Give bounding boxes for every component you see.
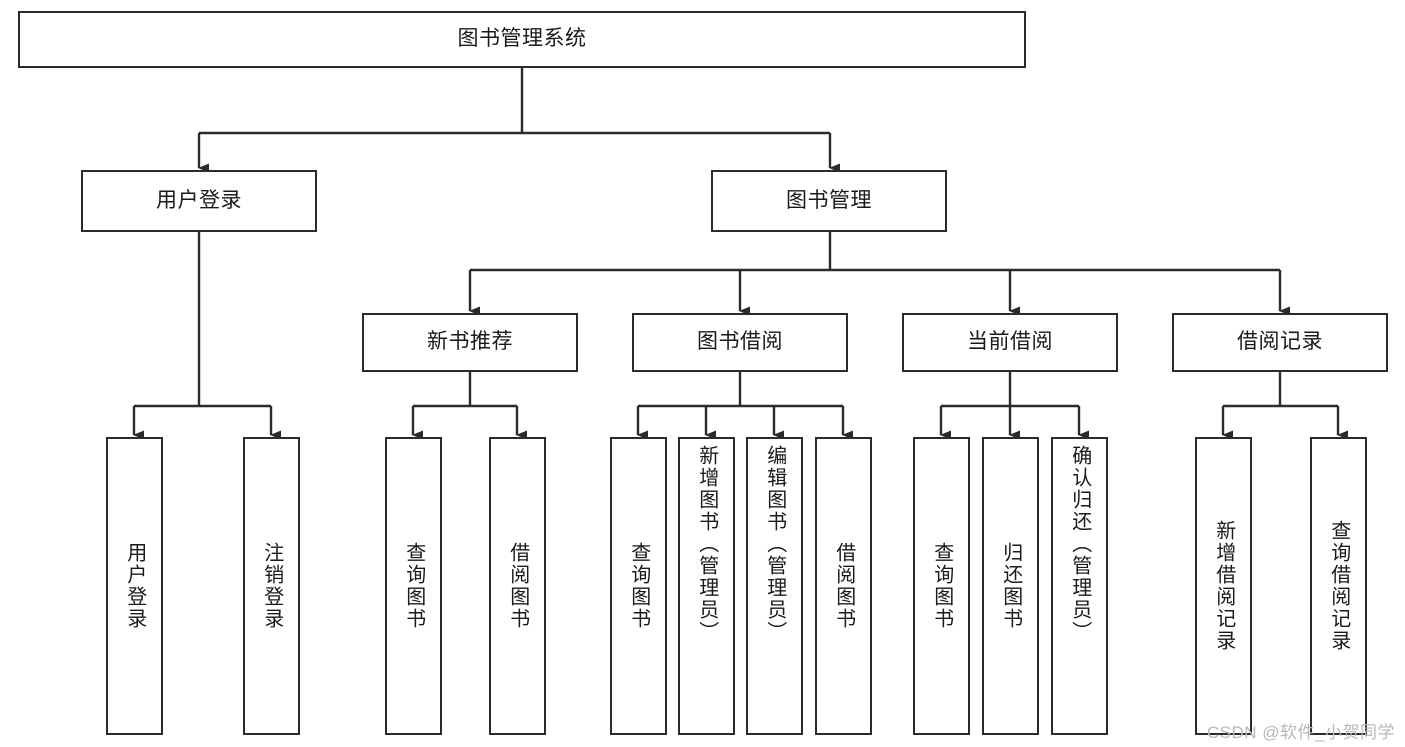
node-leaf-user-login-label: 用户登录 xyxy=(123,542,146,630)
node-leaf-edit-book-label: 编辑图书（管理员） xyxy=(763,445,786,643)
node-leaf-user-logout[interactable]: 注销登录 xyxy=(243,437,300,735)
node-leaf-query-book-3[interactable]: 查询图书 xyxy=(913,437,970,735)
node-new-book-rec[interactable]: 新书推荐 xyxy=(362,313,578,372)
node-leaf-borrow-book-1-label: 借阅图书 xyxy=(506,542,529,630)
node-leaf-user-logout-label: 注销登录 xyxy=(260,542,283,630)
node-leaf-query-book-3-label: 查询图书 xyxy=(930,542,953,630)
node-leaf-query-book-1[interactable]: 查询图书 xyxy=(385,437,442,735)
node-book-manage[interactable]: 图书管理 xyxy=(711,170,947,232)
node-leaf-add-record[interactable]: 新增借阅记录 xyxy=(1195,437,1252,735)
node-leaf-query-record-label: 查询借阅记录 xyxy=(1327,520,1350,652)
node-leaf-return-book-label: 归还图书 xyxy=(999,542,1022,630)
node-current-borrow-label: 当前借阅 xyxy=(967,330,1053,354)
node-leaf-edit-book[interactable]: 编辑图书（管理员） xyxy=(746,437,803,735)
node-leaf-query-book-2-label: 查询图书 xyxy=(627,542,650,630)
node-leaf-query-record[interactable]: 查询借阅记录 xyxy=(1310,437,1367,735)
node-user-login[interactable]: 用户登录 xyxy=(81,170,317,232)
node-current-borrow[interactable]: 当前借阅 xyxy=(902,313,1118,372)
node-leaf-confirm-return-label: 确认归还（管理员） xyxy=(1068,445,1091,643)
node-leaf-return-book[interactable]: 归还图书 xyxy=(982,437,1039,735)
node-leaf-borrow-book-1[interactable]: 借阅图书 xyxy=(489,437,546,735)
node-borrow-record[interactable]: 借阅记录 xyxy=(1172,313,1388,372)
node-leaf-add-book[interactable]: 新增图书（管理员） xyxy=(678,437,735,735)
watermark-text: CSDN @软件_小贺同学 xyxy=(1206,723,1395,742)
node-book-borrow[interactable]: 图书借阅 xyxy=(632,313,848,372)
node-root[interactable]: 图书管理系统 xyxy=(18,11,1026,68)
node-leaf-user-login[interactable]: 用户登录 xyxy=(106,437,163,735)
node-new-book-rec-label: 新书推荐 xyxy=(427,330,513,354)
node-root-label: 图书管理系统 xyxy=(457,27,587,51)
node-borrow-record-label: 借阅记录 xyxy=(1237,330,1323,354)
node-leaf-confirm-return[interactable]: 确认归还（管理员） xyxy=(1051,437,1108,735)
node-book-borrow-label: 图书借阅 xyxy=(697,330,783,354)
node-leaf-add-book-label: 新增图书（管理员） xyxy=(695,445,718,643)
node-leaf-borrow-book-2-label: 借阅图书 xyxy=(832,542,855,630)
node-leaf-add-record-label: 新增借阅记录 xyxy=(1212,520,1235,652)
node-leaf-borrow-book-2[interactable]: 借阅图书 xyxy=(815,437,872,735)
node-book-manage-label: 图书管理 xyxy=(786,188,872,212)
node-user-login-label: 用户登录 xyxy=(156,188,242,212)
node-leaf-query-book-2[interactable]: 查询图书 xyxy=(610,437,667,735)
node-leaf-query-book-1-label: 查询图书 xyxy=(402,542,425,630)
